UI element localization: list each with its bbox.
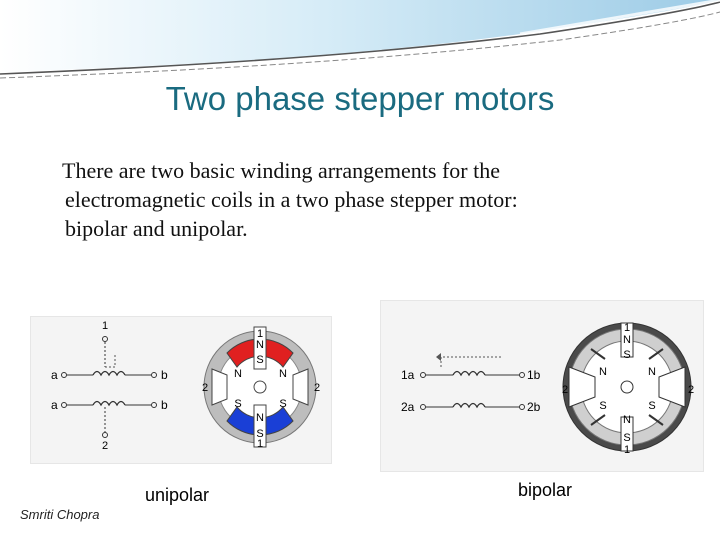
unipolar-pole-bottom: S: [256, 428, 263, 440]
unipolar-phase-right: 2: [314, 382, 320, 394]
unipolar-rotor-n-right: N: [279, 368, 287, 380]
header-swoosh: [0, 0, 720, 79]
unipolar-caption: unipolar: [145, 485, 210, 505]
slide-body: There are two basic winding arrangements…: [62, 156, 662, 243]
unipolar-terminal-a1: a: [51, 368, 58, 382]
bipolar-terminal-2a: 2a: [401, 400, 415, 414]
body-line-1: There are two basic winding arrangements…: [62, 158, 500, 183]
bipolar-caption: bipolar: [518, 480, 573, 500]
unipolar-terminal-b1: b: [161, 368, 168, 382]
unipolar-inner-top: S: [256, 354, 263, 366]
bipolar-svg: 1a 1b 2a 2b 1 N S N S 1 2 2 N N S S: [401, 322, 694, 456]
bipolar-phase-left: 2: [562, 384, 568, 396]
bipolar-terminal-2b: 2b: [527, 400, 541, 414]
slide-title: Two phase stepper motors: [165, 80, 555, 117]
unipolar-top-tap-label: 1: [102, 320, 108, 332]
unipolar-phase-bottom: 1: [257, 438, 263, 450]
body-line-3: bipolar and unipolar.: [65, 216, 248, 241]
unipolar-svg: 1 a b a b 2 1 N S N S 1: [51, 320, 320, 452]
unipolar-phase-left: 2: [202, 382, 208, 394]
bipolar-pole-top: N: [623, 334, 631, 346]
bipolar-rotor-s-right: S: [648, 400, 655, 412]
bipolar-inner-top: S: [623, 349, 630, 361]
unipolar-rotor-s-right: S: [279, 398, 286, 410]
unipolar-terminal-a2: a: [51, 398, 58, 412]
author-name: Smriti Chopra: [20, 507, 100, 522]
bipolar-terminal-1b: 1b: [527, 368, 541, 382]
bipolar-rotor-s-left: S: [599, 400, 606, 412]
bipolar-phase-right: 2: [688, 384, 694, 396]
unipolar-pole-top: N: [256, 339, 264, 351]
bipolar-pole-bottom: S: [623, 432, 630, 444]
bipolar-terminal-1a: 1a: [401, 368, 415, 382]
bipolar-phase-bottom: 1: [624, 444, 630, 456]
bipolar-diagram: 1a 1b 2a 2b 1 N S N S 1 2 2 N N S S: [380, 300, 704, 472]
unipolar-terminal-b2: b: [161, 398, 168, 412]
bipolar-rotor-n-right: N: [648, 366, 656, 378]
bipolar-inner-bottom: N: [623, 414, 631, 426]
body-line-2: electromagnetic coils in a two phase ste…: [65, 187, 518, 212]
unipolar-rotor-n-left: N: [234, 368, 242, 380]
bipolar-rotor-n-left: N: [599, 366, 607, 378]
unipolar-phase-top: 1: [257, 328, 263, 340]
unipolar-diagram: 1 a b a b 2 1 N S N S 1: [30, 316, 332, 464]
unipolar-rotor-s-left: S: [234, 398, 241, 410]
bipolar-phase-top: 1: [624, 322, 630, 334]
unipolar-inner-bottom: N: [256, 412, 264, 424]
unipolar-bottom-tap-label: 2: [102, 440, 108, 452]
